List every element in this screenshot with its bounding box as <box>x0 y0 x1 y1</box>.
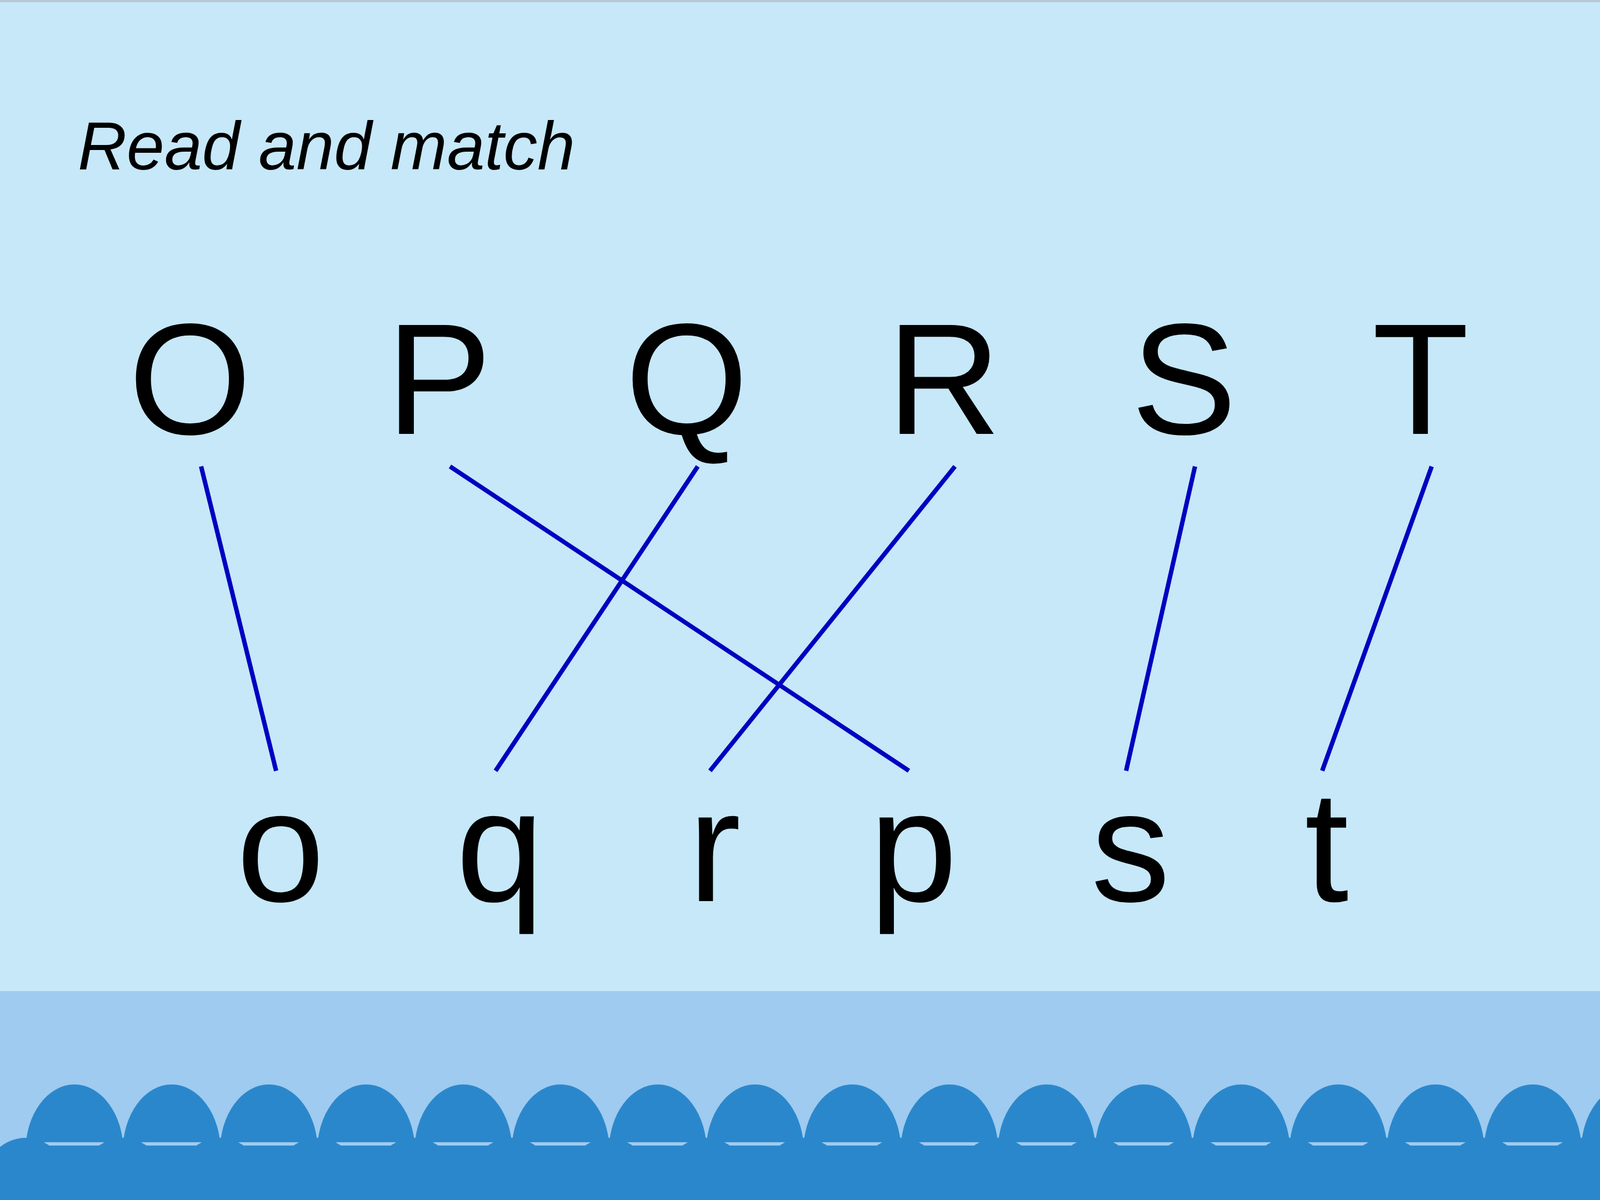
scallop <box>657 1137 755 1200</box>
scallop <box>1240 1137 1339 1200</box>
scallop <box>73 1137 172 1200</box>
scallop <box>1143 1137 1242 1200</box>
letter: T <box>1372 311 1469 448</box>
letter: Q <box>625 311 749 448</box>
small-letter: o <box>233 776 329 917</box>
letter: P <box>386 311 492 448</box>
capital-letter: O <box>125 308 255 450</box>
small-letter: p <box>866 776 962 917</box>
small-letter: s <box>1087 776 1174 917</box>
match-line <box>1322 466 1432 772</box>
scallop <box>171 1137 269 1200</box>
capital-letter: Q <box>621 308 752 450</box>
match-line <box>1126 466 1195 772</box>
scallop <box>1337 1137 1436 1200</box>
match-line <box>495 466 698 772</box>
scallop <box>1532 1137 1600 1200</box>
letter: p <box>869 778 958 915</box>
match-line <box>450 466 909 772</box>
letter: S <box>1131 311 1237 448</box>
letter: R <box>886 311 1002 448</box>
letter: q <box>456 778 545 915</box>
capital-letter: P <box>382 308 495 450</box>
scallop <box>0 1137 75 1200</box>
top-edge <box>0 0 1600 3</box>
scallop <box>1046 1137 1144 1200</box>
small-letter: q <box>452 776 548 917</box>
match-line <box>201 466 277 772</box>
capital-letter: S <box>1127 308 1240 450</box>
scallop-row <box>0 1084 1600 1200</box>
small-letter: t <box>1301 776 1352 917</box>
scallop <box>1435 1137 1533 1200</box>
letter: o <box>236 778 325 915</box>
letter: r <box>688 778 742 915</box>
scallop <box>365 1137 464 1200</box>
scallop <box>560 1137 658 1200</box>
letter: t <box>1304 778 1349 915</box>
match-line <box>710 466 955 772</box>
capital-letter: T <box>1368 308 1473 450</box>
scallop <box>754 1137 853 1200</box>
title: Read and match <box>77 108 575 184</box>
scallop <box>268 1137 367 1200</box>
scallop <box>948 1137 1047 1200</box>
scallop <box>462 1137 561 1200</box>
scallop <box>851 1137 950 1200</box>
small-letter: r <box>685 776 745 917</box>
capital-letter: R <box>883 308 1005 450</box>
letter: s <box>1091 778 1171 915</box>
sky-ground <box>0 0 1600 992</box>
letter: O <box>128 311 252 448</box>
